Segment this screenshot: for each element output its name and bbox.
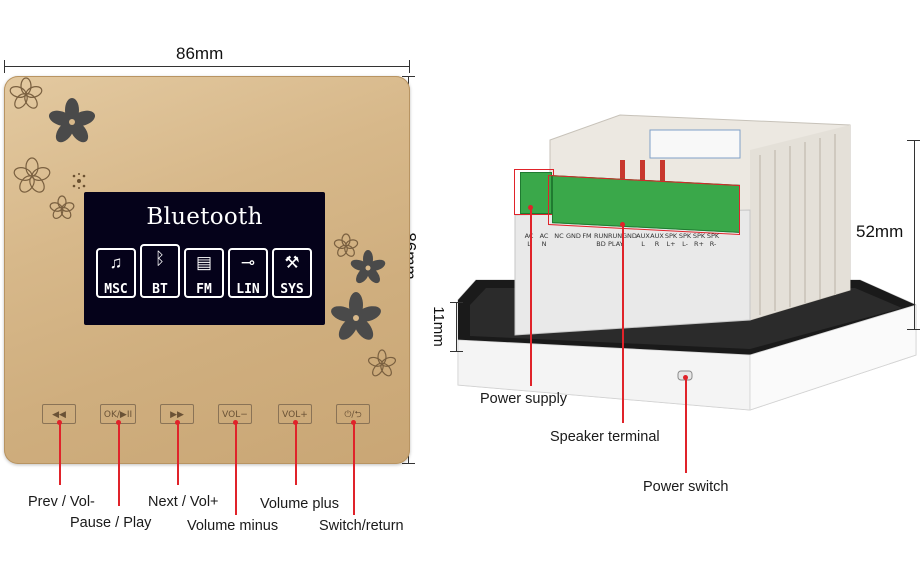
base-dimension-line [456, 302, 457, 352]
terminal-label-spk-r-minus: SPK R- [706, 232, 720, 248]
callout-line-power-switch [685, 378, 687, 473]
power-terminal-block [520, 172, 552, 214]
label-prev-vol: Prev / Vol- [28, 494, 95, 510]
label-volume-plus: Volume plus [260, 496, 339, 512]
terminal-label-gnd-2: GND [622, 232, 637, 240]
speaker-terminal-highlight [548, 174, 740, 236]
callout-dot-rewind [57, 420, 62, 425]
label-speaker-terminal: Speaker terminal [550, 429, 660, 445]
depth-dimension-tick-top [907, 140, 920, 141]
callout-dot-switch [351, 420, 356, 425]
callout-line-next [177, 423, 179, 485]
mode-msc: ♫ MSC [96, 248, 136, 298]
terminal-label-spk-l-plus: SPK L+ [664, 232, 678, 248]
panel-width-label: 86mm [176, 44, 224, 63]
line-in-plug-icon: ⊸ [240, 253, 256, 272]
bluetooth-icon: ᛒ [154, 249, 166, 268]
terminal-label-fm: FM [582, 232, 592, 240]
mode-fm: ▤ FM [184, 248, 224, 298]
label-power-switch: Power switch [643, 479, 729, 495]
terminal-label-spk-r-plus: SPK R+ [692, 232, 706, 248]
mode-bt: ᛒ BT [140, 244, 180, 298]
terminal-label-aux-l: AUX L [636, 232, 650, 248]
mode-msc-label: MSC [104, 282, 128, 297]
base-dimension-tick-bottom [450, 351, 463, 352]
mode-sys-label: SYS [280, 282, 304, 297]
device-depth-label: 52mm [856, 222, 904, 241]
terminal-label-ac-l: AC L [524, 232, 534, 248]
callout-line-vol-plus [295, 423, 297, 485]
callout-line-vol-minus [235, 423, 237, 515]
music-note-icon: ♫ [109, 253, 123, 272]
flower-decoration-right [331, 233, 397, 377]
mode-fm-label: FM [196, 282, 212, 297]
callout-dot-play-pause [116, 420, 121, 425]
width-dimension-tick-right [409, 60, 410, 73]
screen-title: Bluetooth [146, 204, 263, 230]
height-dimension-tick-bottom [402, 463, 415, 464]
flower-decoration-top-left [9, 77, 96, 219]
callout-line-power-supply [530, 208, 532, 386]
callout-line-speaker [622, 225, 624, 423]
radio-icon: ▤ [195, 253, 213, 272]
mode-lin: ⊸ LIN [228, 248, 268, 298]
mode-sys: ⚒ SYS [272, 248, 312, 298]
label-power-supply: Power supply [480, 391, 568, 407]
callout-dot-speaker [620, 222, 625, 227]
callout-line-switch [353, 423, 355, 515]
callout-dot-vol-minus [233, 420, 238, 425]
terminal-label-run-bd: RUN BD [594, 232, 609, 248]
label-pause-play: Pause / Play [70, 515, 152, 531]
callout-dot-power-supply [528, 205, 533, 210]
terminal-label-ac-n: AC N [539, 232, 549, 248]
callout-dot-next [175, 420, 180, 425]
mode-bt-label: BT [152, 282, 168, 297]
base-dimension-tick-top [450, 302, 463, 303]
base-thickness-label: 11mm [429, 306, 447, 347]
depth-dimension-tick-bottom [907, 329, 920, 330]
mode-lin-label: LIN [236, 282, 260, 297]
width-dimension-tick-left [4, 60, 5, 73]
label-next-vol: Next / Vol+ [148, 494, 219, 510]
height-dimension-tick-top [402, 76, 415, 77]
callout-line-play-pause [118, 423, 120, 506]
terminal-label-nc: NC [554, 232, 564, 240]
callout-line-rewind [59, 423, 61, 485]
callout-dot-vol-plus [293, 420, 298, 425]
tools-icon: ⚒ [284, 253, 300, 272]
lcd-screen: Bluetooth ♫ MSC ᛒ BT ▤ FM ⊸ LIN ⚒ SYS [84, 192, 325, 325]
label-volume-minus: Volume minus [187, 518, 279, 534]
depth-dimension-line [914, 140, 915, 330]
terminal-label-aux-r: AUX R [650, 232, 664, 248]
terminal-label-spk-l-minus: SPK L- [678, 232, 692, 248]
label-switch-return: Switch/return [319, 518, 404, 534]
terminal-label-gnd-1: GND [566, 232, 581, 240]
device-side-view [457, 114, 917, 411]
callout-dot-power-switch [683, 375, 688, 380]
width-dimension-line [4, 66, 410, 67]
terminal-label-run-play: RUN PLAY [608, 232, 624, 248]
